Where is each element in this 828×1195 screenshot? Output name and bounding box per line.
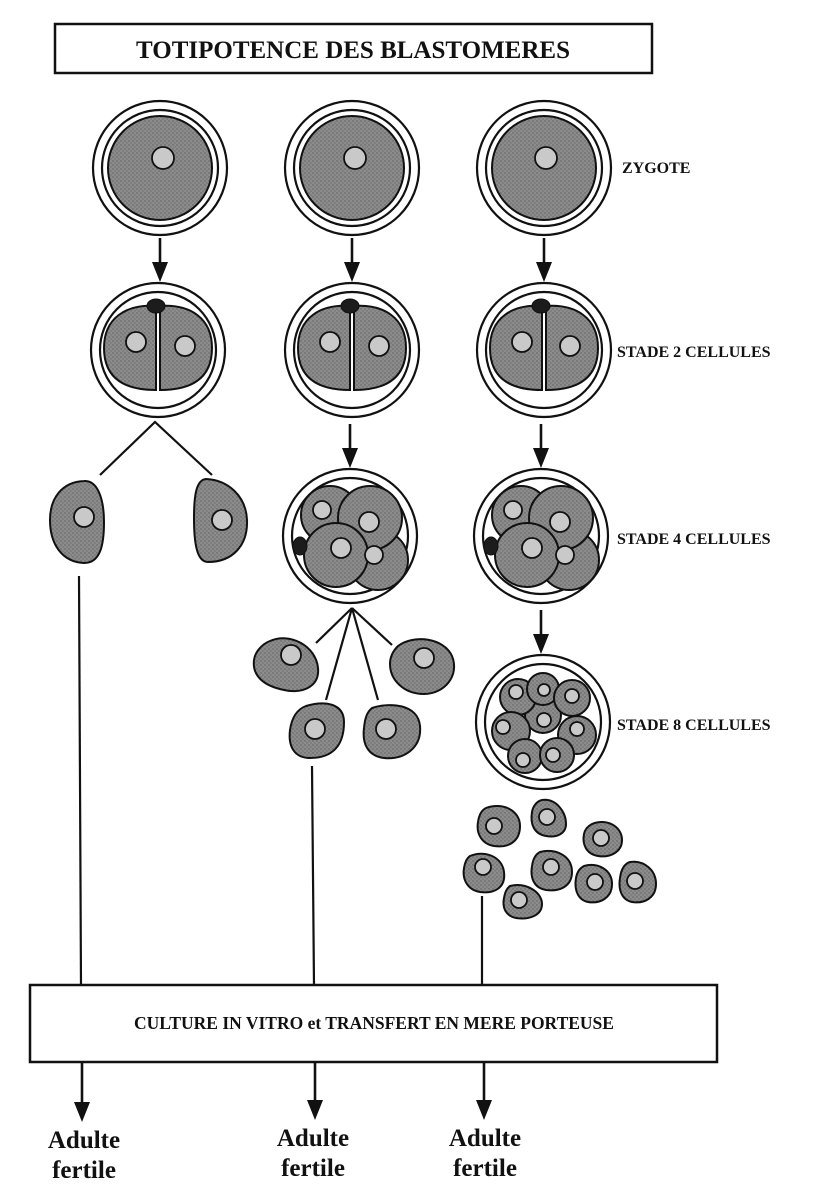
- outcome-1-line-2: fertile: [52, 1157, 116, 1184]
- isolated-blastomere-8cell-6: [574, 864, 614, 904]
- isolated-blastomere-8cell-7: [618, 860, 658, 904]
- outcome-3-line-2: fertile: [453, 1155, 517, 1182]
- four-cell-embryo-3: [472, 467, 610, 605]
- stage-label-2-cells: STADE 2 CELLULES: [617, 344, 771, 361]
- culture-transfer-box: CULTURE IN VITRO et TRANSFERT EN MERE PO…: [28, 983, 719, 1064]
- isolated-blastomere-4cell-2: [388, 638, 455, 696]
- outcome-adult-fertile-1: Adulte fertile: [48, 1127, 120, 1184]
- path-line-column-1: [77, 575, 83, 987]
- stage-label-zygote: ZYGOTE: [622, 160, 690, 177]
- isolated-blastomere-8cell-5: [530, 850, 574, 892]
- separation-lines-4-cells: [315, 607, 393, 701]
- isolated-blastomere-8cell-2: [530, 798, 568, 838]
- zygote-2: [283, 99, 421, 237]
- arrow-2-to-4-cells-3: [533, 424, 549, 468]
- separation-lines-2-cells: [99, 420, 213, 476]
- two-cell-embryo-2: [283, 281, 421, 419]
- arrow-zygote-to-2-cells-3: [536, 238, 552, 282]
- stage-label-8-cells: STADE 8 CELLULES: [617, 717, 771, 734]
- outcome-3-line-1: Adulte: [449, 1125, 521, 1152]
- eight-cell-embryo-3: [474, 653, 612, 791]
- outcome-adult-fertile-2: Adulte fertile: [277, 1125, 349, 1182]
- path-line-column-2: [310, 765, 316, 987]
- arrow-2-to-4-cells-2: [342, 424, 358, 468]
- diagram-title: TOTIPOTENCE DES BLASTOMERES: [136, 37, 570, 64]
- isolated-blastomere-2cell-right: [192, 477, 249, 564]
- outcome-adult-fertile-3: Adulte fertile: [449, 1125, 521, 1182]
- zygote-1: [91, 99, 229, 237]
- arrow-to-outcome-3: [476, 1062, 492, 1120]
- isolated-blastomere-8cell-8: [502, 884, 544, 920]
- outcome-2-line-2: fertile: [281, 1155, 345, 1182]
- culture-transfer-label: CULTURE IN VITRO et TRANSFERT EN MERE PO…: [134, 1013, 614, 1033]
- isolated-blastomere-8cell-3: [582, 821, 624, 858]
- arrow-zygote-to-2-cells-2: [344, 238, 360, 282]
- isolated-blastomere-8cell-4: [462, 852, 506, 894]
- arrow-4-to-8-cells-3: [533, 610, 549, 654]
- isolated-blastomere-4cell-1: [252, 637, 320, 693]
- arrow-to-outcome-1: [74, 1062, 90, 1122]
- title-box: TOTIPOTENCE DES BLASTOMERES: [53, 22, 654, 75]
- two-cell-embryo-1: [89, 281, 227, 419]
- outcome-2-line-1: Adulte: [277, 1125, 349, 1152]
- two-cell-embryo-3: [475, 281, 613, 419]
- isolated-blastomere-4cell-3: [288, 702, 346, 760]
- outcome-1-line-1: Adulte: [48, 1127, 120, 1154]
- zygote-3: [475, 99, 613, 237]
- isolated-blastomere-2cell-left: [48, 479, 106, 565]
- four-cell-embryo-2: [281, 467, 419, 605]
- stage-label-4-cells: STADE 4 CELLULES: [617, 531, 771, 548]
- arrow-to-outcome-2: [307, 1062, 323, 1120]
- isolated-blastomere-4cell-4: [362, 704, 422, 760]
- isolated-blastomere-8cell-1: [476, 805, 522, 848]
- arrow-zygote-to-2-cells-1: [152, 238, 168, 282]
